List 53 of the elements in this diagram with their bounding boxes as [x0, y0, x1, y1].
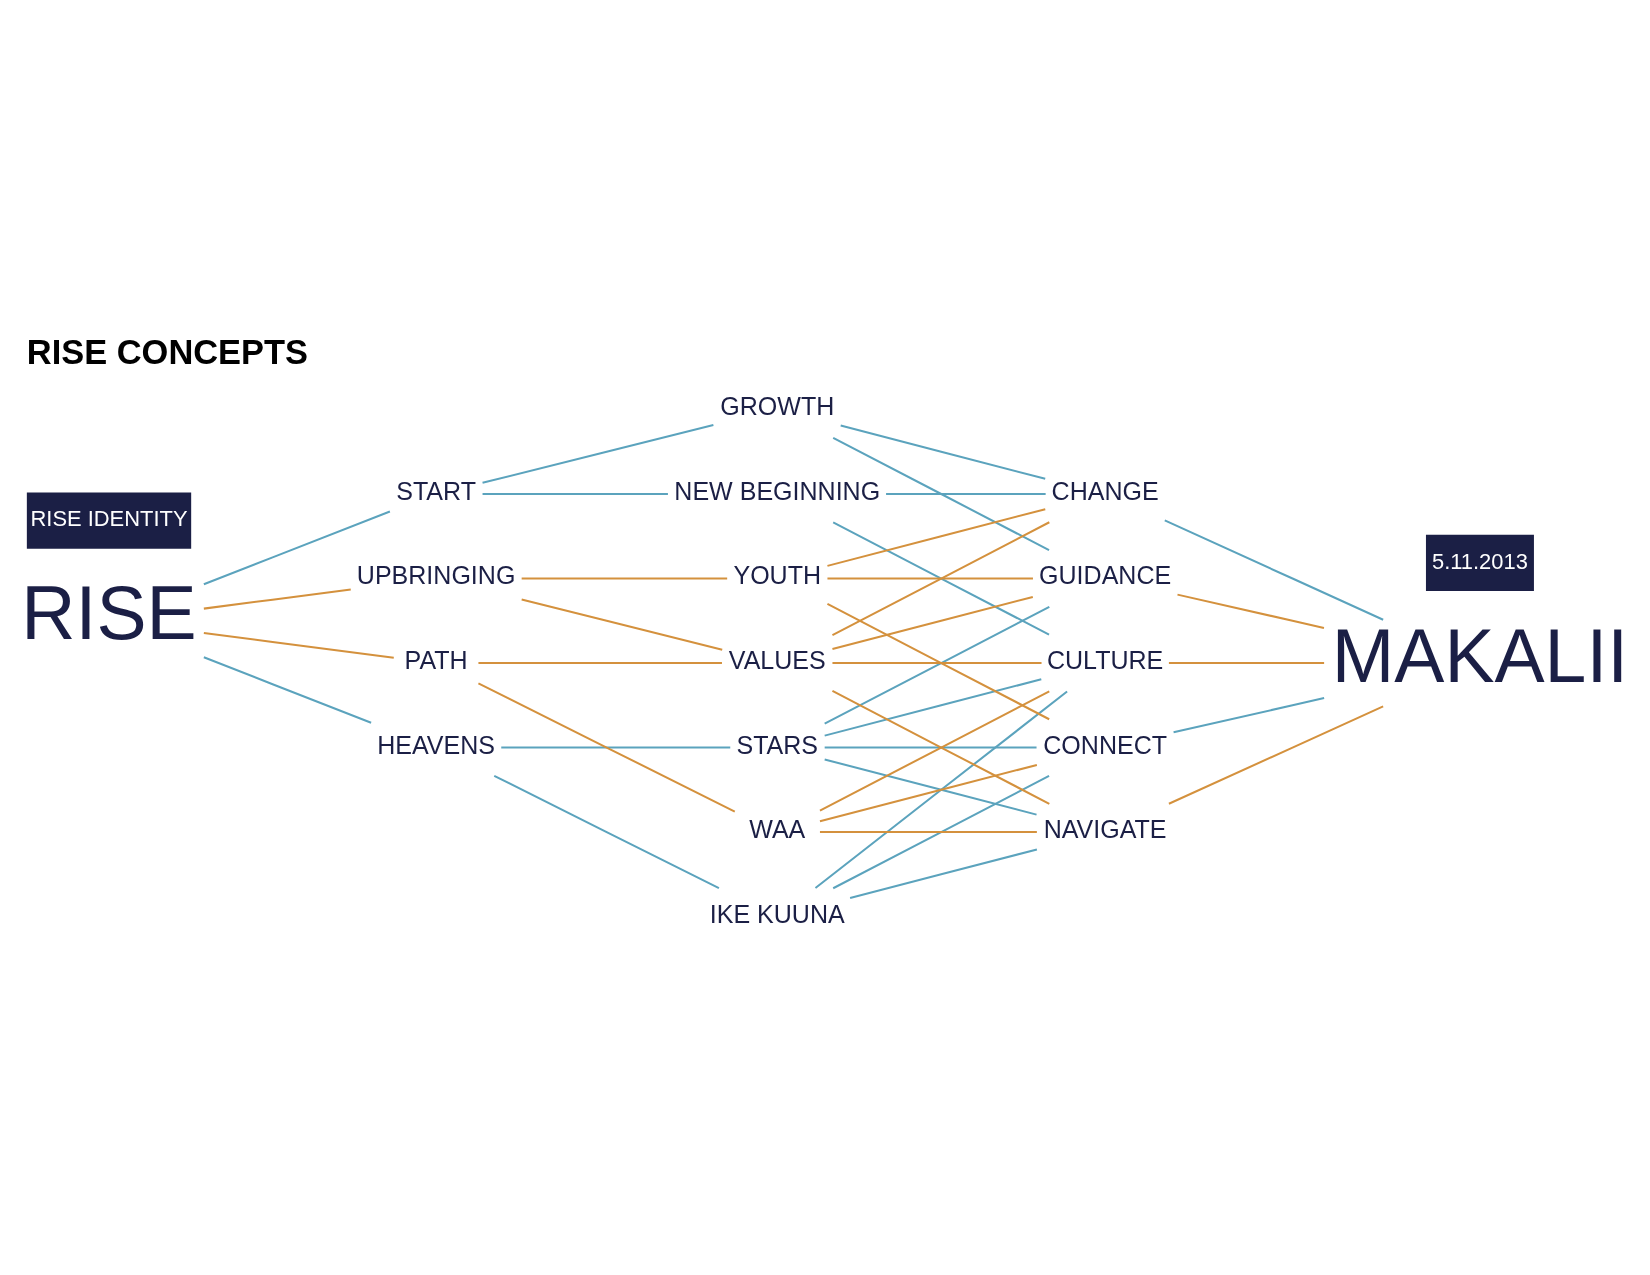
connector — [1168, 661, 1325, 664]
label: 5.11.2013 — [1432, 548, 1528, 574]
connector — [521, 577, 728, 580]
node-text: CHANGE — [1051, 476, 1159, 505]
connector — [824, 758, 1037, 816]
connector — [1177, 593, 1325, 629]
connector — [819, 830, 1037, 833]
connector — [849, 847, 1038, 899]
node-text: GROWTH — [720, 391, 835, 420]
connector — [827, 577, 1033, 580]
connector — [1164, 519, 1384, 621]
label: RISE IDENTITY — [30, 505, 188, 531]
connector — [203, 631, 394, 659]
node-text: YOUTH — [733, 560, 822, 589]
node-text: UPBRINGING — [356, 560, 516, 589]
connector — [819, 763, 1038, 822]
connector — [827, 507, 1046, 567]
connector — [521, 598, 723, 651]
node-text: MAKALII — [1331, 613, 1629, 698]
connector — [840, 424, 1046, 480]
connector — [477, 682, 736, 812]
connector — [1168, 704, 1384, 805]
diagram-title: RISE CONCEPTS — [26, 332, 309, 370]
connector — [493, 774, 720, 889]
connector — [482, 492, 668, 495]
node-text: WAA — [749, 814, 806, 843]
connector — [824, 677, 1042, 737]
node-text: NEW BEGINNING — [674, 476, 881, 505]
connector — [203, 510, 391, 585]
node-text: PATH — [404, 645, 468, 674]
node-text: CULTURE — [1046, 645, 1164, 674]
connector — [482, 423, 714, 484]
connector — [501, 746, 731, 749]
connector — [203, 655, 372, 724]
node-text: NAVIGATE — [1043, 814, 1167, 843]
node-text: CONNECT — [1043, 730, 1168, 758]
node-text: START — [396, 476, 476, 505]
connector — [814, 690, 1068, 889]
connector — [832, 436, 1050, 551]
node-text: RISE — [21, 570, 197, 655]
connector — [824, 746, 1037, 749]
connector — [478, 661, 722, 664]
connector — [1173, 696, 1325, 733]
connector — [832, 774, 1050, 889]
node-text: STARS — [736, 730, 819, 758]
connector — [886, 492, 1046, 495]
connector — [832, 661, 1042, 664]
node-text: VALUES — [728, 645, 826, 674]
connector — [832, 595, 1034, 650]
node-text: GUIDANCE — [1039, 560, 1172, 589]
connector — [203, 587, 351, 610]
node-text: IKE KUUNA — [709, 899, 845, 928]
node-text: HEAVENS — [377, 730, 495, 758]
